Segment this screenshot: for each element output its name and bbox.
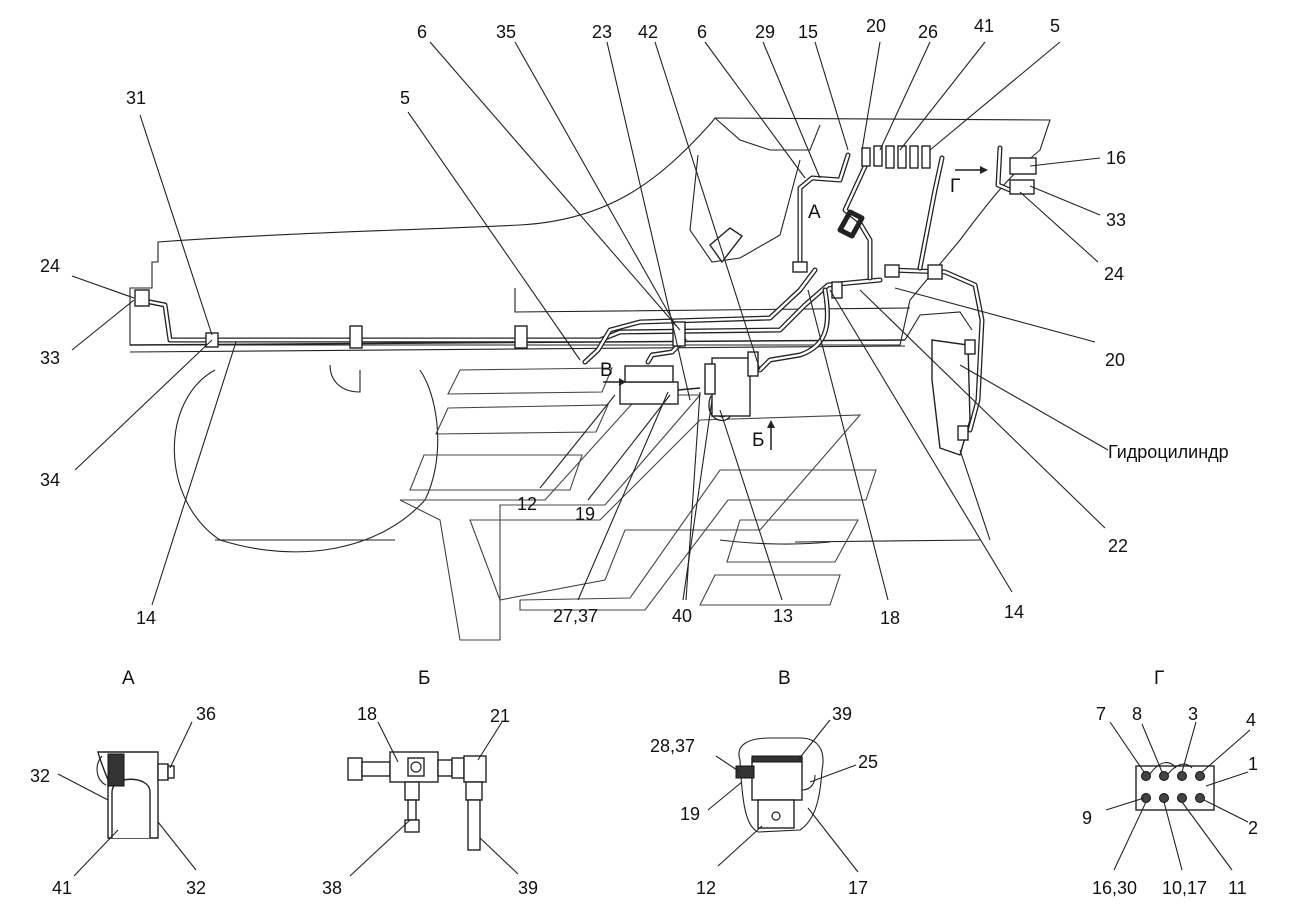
callout: 18	[880, 608, 900, 628]
marker-view-v: В	[600, 360, 613, 381]
view-g-label: 9	[1082, 808, 1092, 828]
callout: 5	[1050, 16, 1060, 36]
callout: 6	[697, 22, 707, 42]
callout: 34	[40, 470, 60, 490]
callout: 20	[1105, 350, 1125, 370]
view-v-label: 25	[858, 752, 878, 772]
marker-view-b: Б	[752, 430, 764, 451]
callout: 12	[517, 494, 537, 514]
callout: 22	[1108, 536, 1128, 556]
leader-lines	[71, 41, 1109, 606]
main-callouts: 31 6 35 23 42 5 6 29 15 20 26 41 5 24 33…	[40, 16, 1229, 628]
detail-view-b: Б 18 21 38 39	[322, 668, 538, 898]
main-assembly	[71, 41, 1109, 641]
view-b-title: Б	[418, 668, 430, 689]
callout: 5	[400, 88, 410, 108]
callout: 31	[126, 88, 146, 108]
view-v-label: 17	[848, 878, 868, 898]
view-g-label: 7	[1096, 704, 1106, 724]
view-v-label: 28,37	[650, 736, 695, 756]
callout: 23	[592, 22, 612, 42]
callout: 6	[417, 22, 427, 42]
callout: 26	[918, 22, 938, 42]
view-b-label: 38	[322, 878, 342, 898]
view-g-label: 1	[1248, 754, 1258, 774]
view-g-label: 8	[1132, 704, 1142, 724]
callout: 14	[136, 608, 156, 628]
callout: 24	[40, 256, 60, 276]
detail-view-v: В 39 28,37 25 19 12 17	[650, 668, 878, 898]
callout: 27,37	[553, 606, 598, 626]
callout: 24	[1104, 264, 1124, 284]
coupling-24-left	[134, 289, 150, 307]
view-g-label: 10,17	[1162, 878, 1207, 898]
callout: 14	[1004, 602, 1024, 622]
callout: 40	[672, 606, 692, 626]
view-a-label: 32	[186, 878, 206, 898]
view-a-title: А	[122, 668, 135, 689]
filter-13	[711, 357, 751, 417]
view-g-label: 3	[1188, 704, 1198, 724]
view-b-label: 18	[357, 704, 377, 724]
marker-view-a: А	[808, 202, 821, 223]
view-v-title: В	[778, 668, 791, 689]
view-a-label: 36	[196, 704, 216, 724]
view-v-label: 12	[696, 878, 716, 898]
callout: 19	[575, 504, 595, 524]
callout: 29	[755, 22, 775, 42]
callout: 33	[40, 348, 60, 368]
tread-pattern	[399, 367, 877, 641]
view-b-label: 39	[518, 878, 538, 898]
callout: 16	[1106, 148, 1126, 168]
view-b-label: 21	[490, 706, 510, 726]
detail-view-a: А 36 32 41 32	[30, 668, 216, 898]
callout-hydrocylinder: Гидроцилиндр	[1108, 442, 1229, 462]
view-g-label: 4	[1246, 710, 1256, 730]
callout: 42	[638, 22, 658, 42]
view-g-label: 11	[1228, 878, 1247, 898]
callout: 13	[773, 606, 793, 626]
callout: 15	[798, 22, 818, 42]
marker-view-g: Г	[950, 176, 960, 197]
callout: 35	[496, 22, 516, 42]
view-a-label: 32	[30, 766, 50, 786]
view-g-label: 2	[1248, 818, 1258, 838]
view-g-title: Г	[1154, 668, 1164, 689]
callout: 33	[1106, 210, 1126, 230]
view-v-label: 19	[680, 804, 700, 824]
component-12	[619, 381, 679, 405]
callout: 41	[974, 16, 994, 36]
detail-view-g: Г 7 8 3 4 1 9 2 16,30 10,17	[1082, 668, 1258, 898]
view-a-label: 41	[52, 878, 72, 898]
view-g-label: 16,30	[1092, 878, 1137, 898]
coupling-16	[1009, 157, 1037, 175]
view-v-label: 39	[832, 704, 852, 724]
callout: 20	[866, 16, 886, 36]
